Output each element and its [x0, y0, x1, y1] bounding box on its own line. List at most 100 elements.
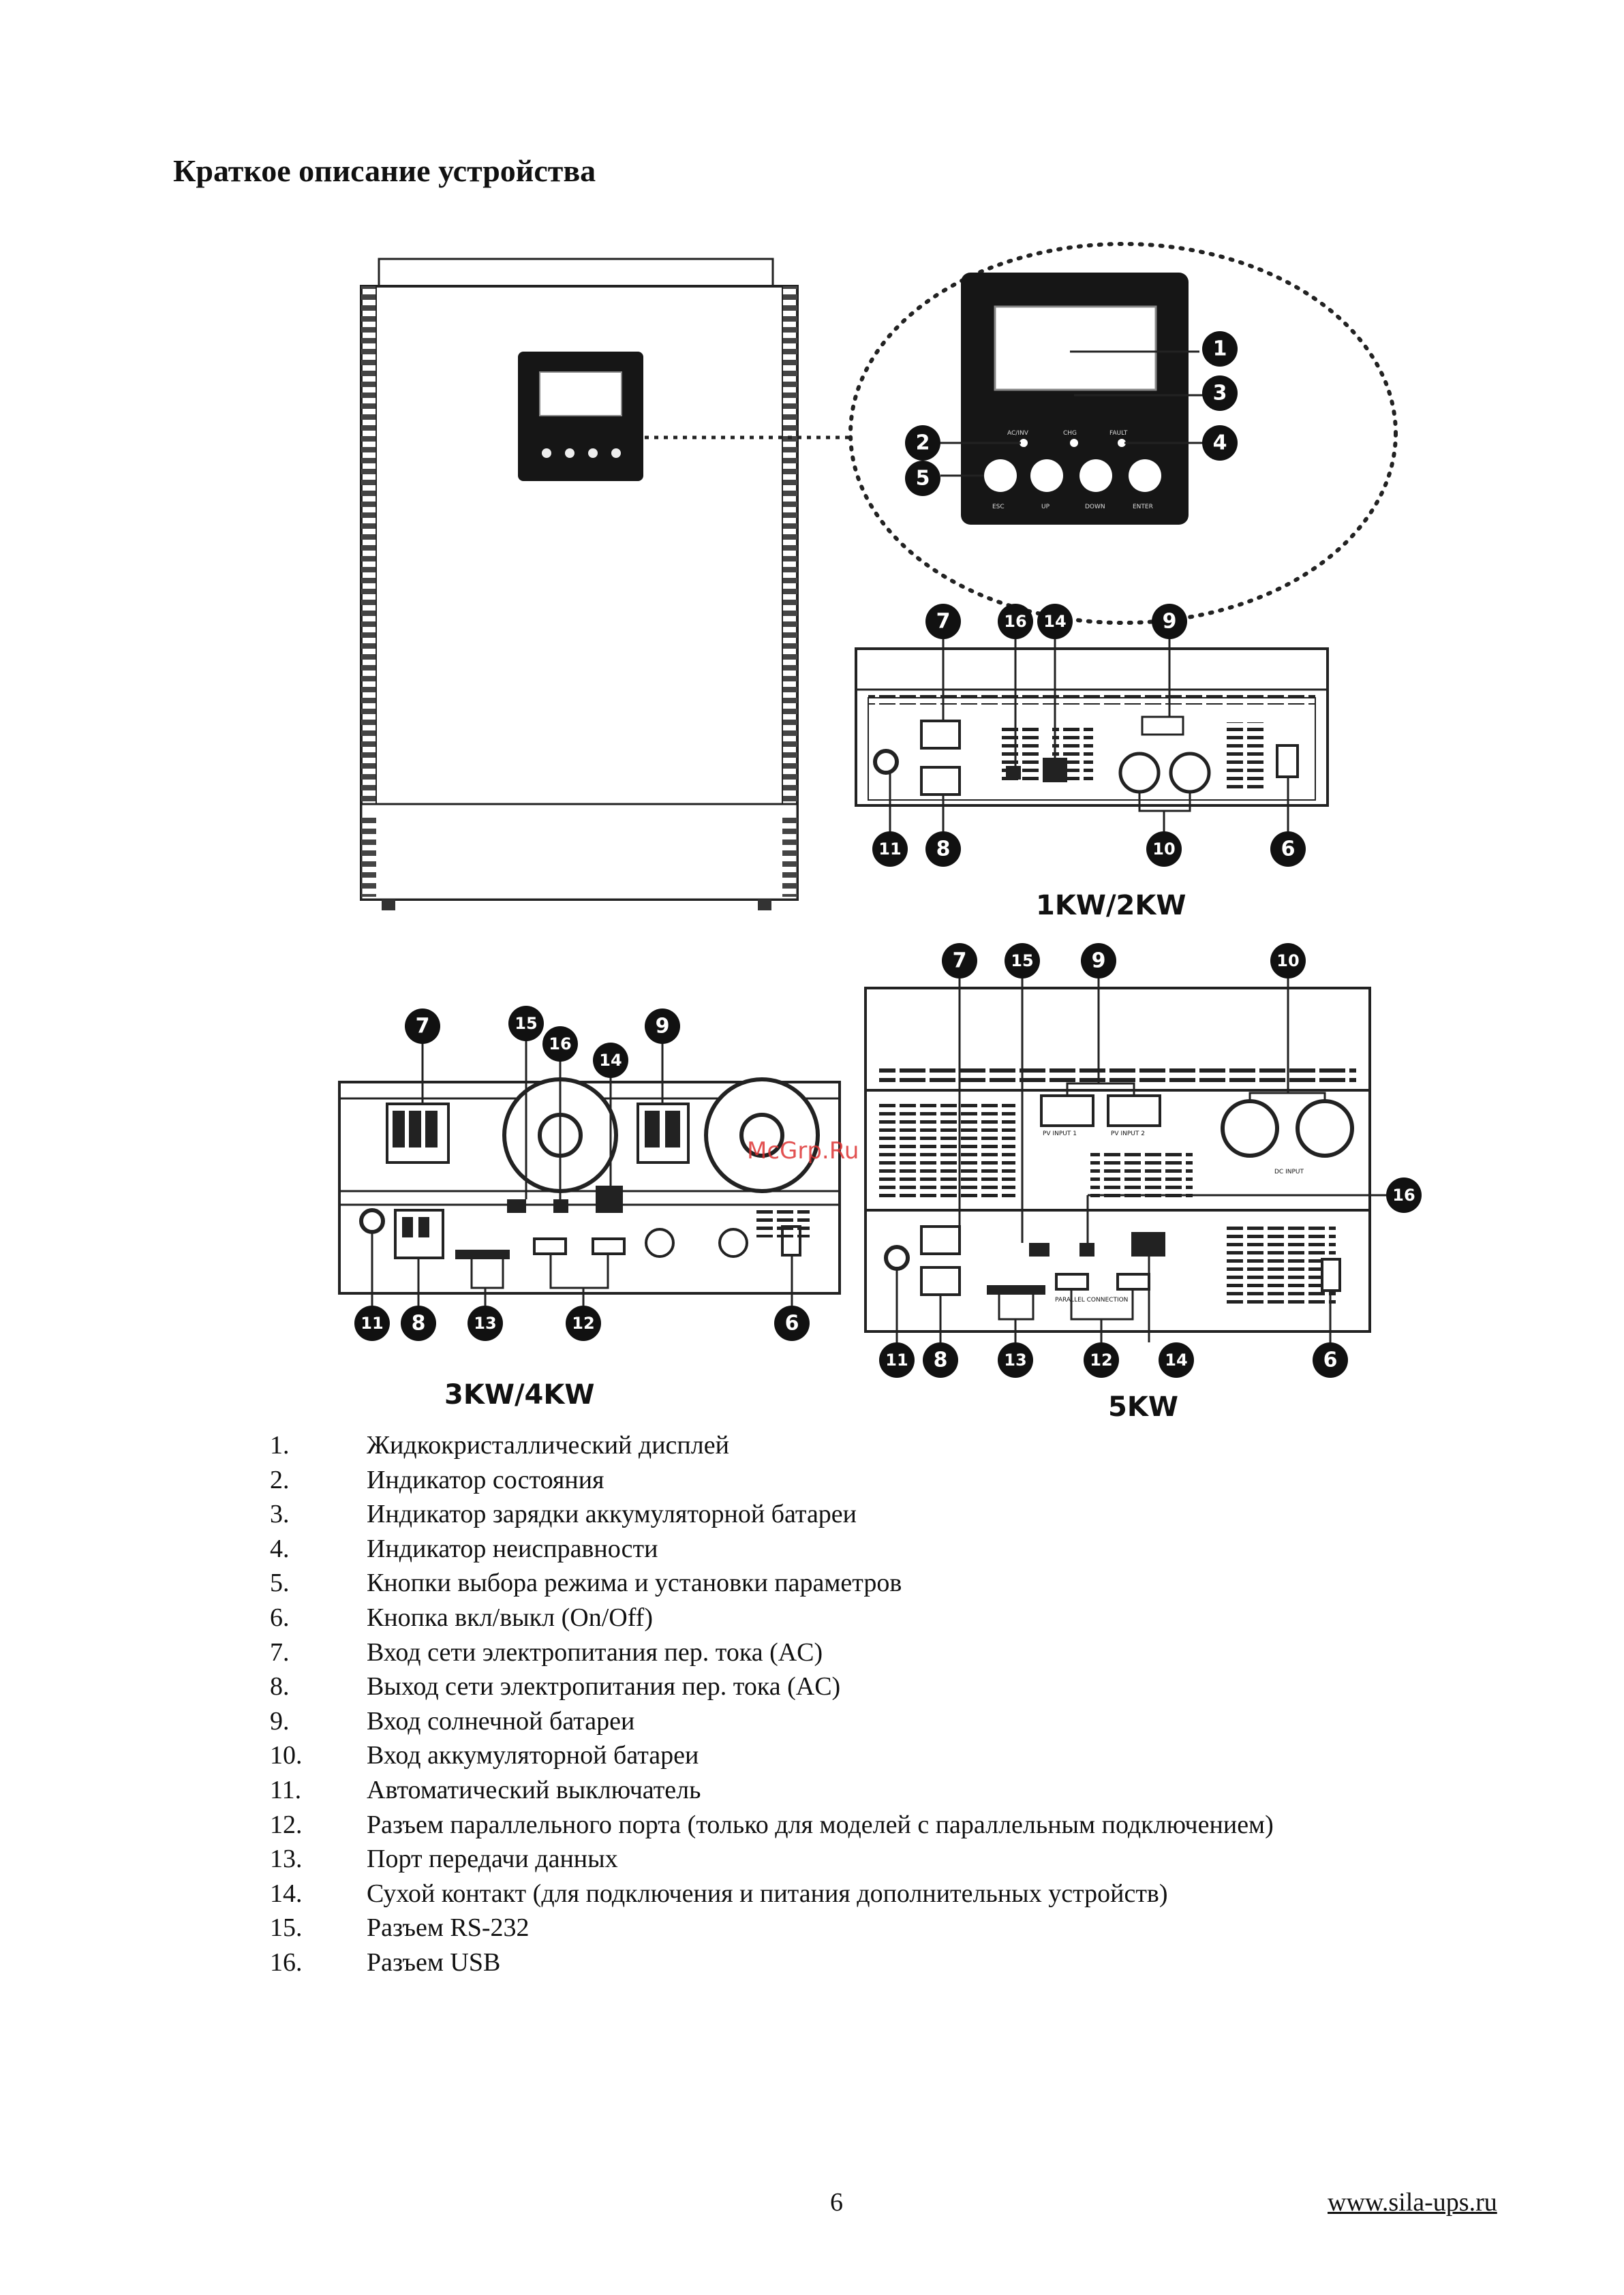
- page-title: Краткое описание устройства: [173, 153, 596, 188]
- pv-input-1-text: PV INPUT 1: [1043, 1130, 1077, 1137]
- badge-11-5kw: 11: [879, 1342, 915, 1378]
- svg-text:15: 15: [1011, 951, 1033, 970]
- svg-text:7: 7: [936, 610, 951, 634]
- esc-button[interactable]: [984, 459, 1017, 492]
- badge-11-3kw: 11: [354, 1306, 390, 1341]
- svg-text:2: 2: [916, 431, 930, 455]
- led-label-ac: AC/INV: [1007, 430, 1029, 437]
- battery-input-3-4kw-b: [718, 1228, 748, 1258]
- badge-12-5kw: 12: [1084, 1342, 1119, 1378]
- badge-2: 2: [905, 425, 940, 461]
- zoomed-control-panel: AC/INV CHG FAULT ESC UP DOWN ENTER 1 3 2…: [848, 242, 1398, 625]
- legend-item: 12.Разъем параллельного порта (только дл…: [270, 1810, 1274, 1839]
- svg-text:16: 16: [1392, 1186, 1415, 1205]
- enter-button[interactable]: [1129, 459, 1161, 492]
- svg-text:15: 15: [515, 1014, 537, 1033]
- ac-input-5kw: [920, 1225, 961, 1255]
- charge-led: [1070, 439, 1078, 447]
- model-label-5kw: 5KW: [1108, 1391, 1178, 1423]
- battery-input-5kw-a: [1221, 1099, 1279, 1158]
- badge-9-3kw: 9: [645, 1008, 680, 1044]
- svg-text:7: 7: [953, 949, 967, 973]
- up-button[interactable]: [1030, 459, 1063, 492]
- parallel-port-5kw: [1055, 1273, 1089, 1291]
- dry-contact-3-4kw: [596, 1186, 623, 1213]
- svg-text:14: 14: [1165, 1351, 1187, 1370]
- rear-panel-1-2kw: 7 16 14 9 11 8 10 6 1KW/2KW: [855, 604, 1329, 921]
- badge-13-5kw: 13: [998, 1342, 1033, 1378]
- svg-text:16: 16: [1004, 612, 1026, 631]
- badge-1: 1: [1202, 331, 1238, 367]
- badge-9-5kw: 9: [1081, 943, 1116, 979]
- legend-item: 6.Кнопка вкл/выкл (On/Off): [270, 1603, 653, 1632]
- usb-port-5kw: [1079, 1243, 1094, 1257]
- legend-item: 3.Индикатор зарядки аккумуляторной батар…: [270, 1500, 857, 1529]
- pv-input-2-5kw: [1107, 1094, 1161, 1127]
- badge-13-3kw: 13: [468, 1306, 503, 1341]
- badge-6-5kw: 6: [1313, 1342, 1348, 1378]
- svg-text:4: 4: [1213, 431, 1227, 455]
- ac-output-1-2kw: [920, 766, 961, 796]
- svg-text:3: 3: [1213, 382, 1227, 405]
- svg-text:13: 13: [474, 1314, 496, 1333]
- button-label-down: DOWN: [1085, 504, 1105, 510]
- pv-input-1-2kw: [1141, 715, 1184, 736]
- rs232-port-3-4kw: [507, 1199, 526, 1213]
- usb-port-3-4kw: [553, 1199, 568, 1213]
- power-switch-1-2kw: [1276, 744, 1299, 778]
- button-label-enter: ENTER: [1133, 504, 1153, 510]
- svg-text:8: 8: [936, 837, 951, 861]
- legend-item: 2.Индикатор состояния: [270, 1465, 604, 1494]
- breaker-1-2kw: [873, 749, 899, 775]
- svg-text:1: 1: [1213, 337, 1227, 361]
- badge-14-1kw: 14: [1037, 604, 1073, 639]
- pv-input-2-text: PV INPUT 2: [1111, 1130, 1145, 1137]
- badge-12-3kw: 12: [566, 1306, 601, 1341]
- svg-text:11: 11: [361, 1314, 383, 1333]
- usb-port-1-2kw: [1006, 766, 1021, 780]
- lcd-display: [994, 305, 1157, 391]
- front-view-unit: [360, 258, 852, 910]
- down-button[interactable]: [1079, 459, 1112, 492]
- site-link[interactable]: www.sila-ups.ru: [1328, 2188, 1497, 2217]
- device-diagram: AC/INV CHG FAULT ESC UP DOWN ENTER 1 3 2…: [338, 242, 1422, 1423]
- badge-10-5kw: 10: [1270, 943, 1306, 979]
- svg-text:7: 7: [416, 1015, 430, 1038]
- svg-text:8: 8: [412, 1312, 426, 1336]
- svg-text:12: 12: [1090, 1351, 1112, 1370]
- svg-text:6: 6: [785, 1312, 799, 1336]
- component-legend: 1.Жидкокристаллический дисплей 2.Индикат…: [270, 1428, 1274, 1980]
- badge-5: 5: [905, 461, 940, 496]
- ac-output-5kw: [920, 1266, 961, 1296]
- model-label-3-4kw: 3KW/4KW: [444, 1379, 595, 1411]
- button-label-esc: ESC: [992, 504, 1005, 510]
- svg-text:11: 11: [885, 1351, 908, 1370]
- legend-item: 10.Вход аккумуляторной батареи: [270, 1741, 699, 1770]
- badge-9-1kw: 9: [1152, 604, 1187, 639]
- svg-text:12: 12: [572, 1314, 594, 1333]
- battery-input-3-4kw-a: [645, 1228, 675, 1258]
- dry-contact-5kw: [1131, 1232, 1165, 1257]
- legend-item: 9.Вход солнечной батареи: [270, 1706, 635, 1736]
- pv-input-1-5kw: [1040, 1094, 1094, 1127]
- dry-contact-1-2kw: [1043, 758, 1067, 782]
- legend-item: 14.Сухой контакт (для подключения и пита…: [270, 1879, 1168, 1908]
- status-led: [1020, 439, 1028, 447]
- parallel-port-3-4kw: [533, 1237, 567, 1255]
- badge-3: 3: [1202, 375, 1238, 411]
- badge-10-1kw: 10: [1146, 831, 1182, 867]
- svg-text:5: 5: [916, 467, 930, 491]
- badge-16-3kw: 16: [542, 1026, 578, 1062]
- badge-7-3kw: 7: [405, 1008, 440, 1044]
- svg-text:9: 9: [1092, 949, 1106, 973]
- badge-8-5kw: 8: [923, 1342, 958, 1378]
- dc-input-text: DC INPUT: [1274, 1169, 1304, 1175]
- badge-6-3kw: 6: [774, 1306, 810, 1341]
- led-label-chg: CHG: [1063, 430, 1077, 437]
- legend-item: 1.Жидкокристаллический дисплей: [270, 1431, 729, 1460]
- badge-11-1kw: 11: [872, 831, 908, 867]
- badge-16-1kw: 16: [998, 604, 1033, 639]
- legend-item: 16.Разъем USB: [270, 1947, 501, 1977]
- rear-panel-5kw: PV INPUT 1 PV INPUT 2 DC INPUT PARALLEL …: [864, 943, 1422, 1423]
- badge-15-5kw: 15: [1005, 943, 1040, 979]
